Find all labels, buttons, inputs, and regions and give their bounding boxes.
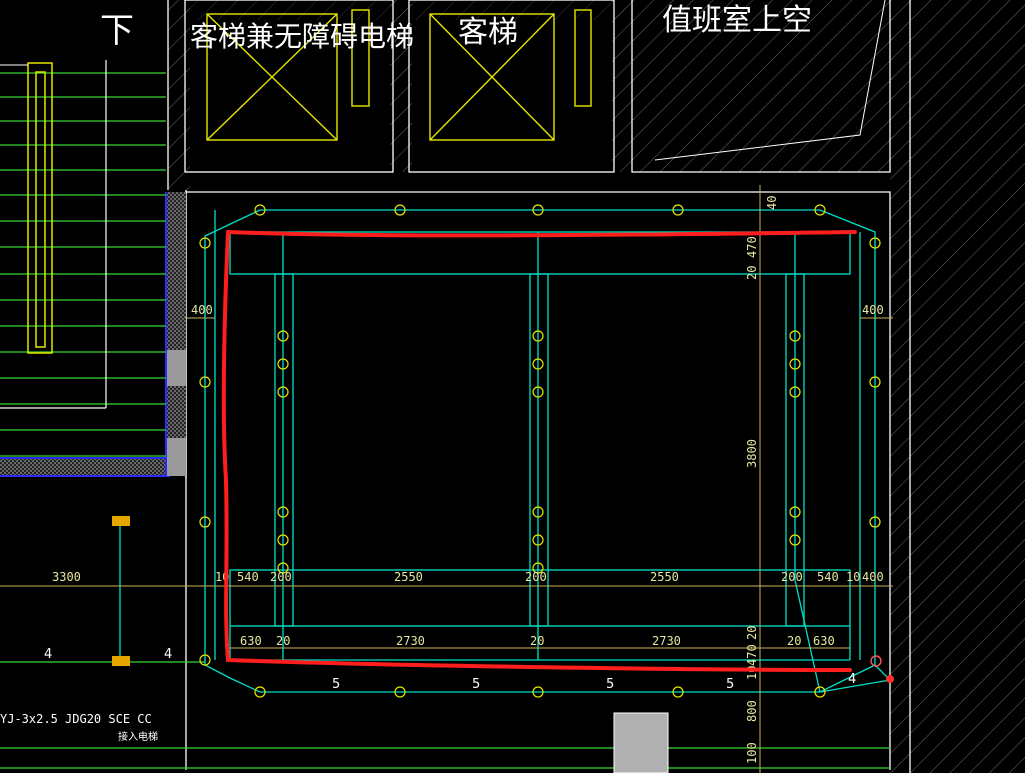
dimension-lines	[0, 185, 893, 773]
dim-540-right: 540	[817, 570, 839, 584]
dim-3800: 3800	[745, 439, 759, 468]
red-markup-outline[interactable]	[221, 230, 857, 672]
dim-20-a: 20	[276, 634, 290, 648]
dim-400-right-bottom: 400	[862, 570, 884, 584]
stair-down-label: 下	[100, 11, 134, 51]
dim-200-a: 200	[270, 570, 292, 584]
cable-spec-text: YJ-3x2.5 JDG20 SCE CC	[0, 712, 152, 726]
hatch-areas	[168, 0, 1025, 773]
wire-count-4-c: 4	[848, 672, 856, 687]
wire-count-5-b: 5	[472, 677, 480, 692]
wire-count-5-d: 5	[726, 677, 734, 692]
dim-470-right-bottom: 470	[745, 644, 759, 666]
dim-2730-b: 2730	[652, 634, 681, 648]
cable-note-text: 接入电梯	[118, 730, 158, 743]
lighting-circuit	[119, 209, 891, 693]
equipment-box	[613, 712, 669, 773]
dim-20-b: 20	[530, 634, 544, 648]
dim-20-c: 20	[787, 634, 801, 648]
dim-2550-a: 2550	[394, 570, 423, 584]
cable-lines	[0, 661, 890, 769]
dim-630-left: 630	[240, 634, 262, 648]
dimension-texts: 3300 10 540 200 2550 200 2550 200 540 10…	[52, 196, 884, 764]
dim-200-c: 200	[781, 570, 803, 584]
duty-room-void-outline	[654, 0, 886, 161]
wire-count-4-a: 4	[44, 647, 52, 662]
dim-3300: 3300	[52, 570, 81, 584]
elevator-accessible-label: 客梯兼无障碍电梯	[190, 20, 414, 53]
duty-room-void-label: 值班室上空	[662, 3, 812, 38]
elevator-accessible-car	[206, 9, 370, 141]
dim-10-right: 10	[846, 570, 860, 584]
dim-400-right: 400	[862, 303, 884, 317]
stair	[0, 60, 166, 457]
dim-20-right-top: 20	[745, 266, 759, 280]
dim-2730-a: 2730	[396, 634, 425, 648]
dim-100: 100	[745, 742, 759, 764]
elevator-car	[429, 9, 592, 141]
dim-400-left: 400	[191, 303, 213, 317]
dim-2550-b: 2550	[650, 570, 679, 584]
wire-count-5-a: 5	[332, 677, 340, 692]
elevator-label: 客梯	[458, 15, 518, 50]
dim-40-top: 40	[765, 196, 779, 210]
wire-count-5-c: 5	[606, 677, 614, 692]
dim-630-right: 630	[813, 634, 835, 648]
dim-540-left: 540	[237, 570, 259, 584]
dim-20-right-bottom: 20	[745, 626, 759, 640]
light-fixtures	[112, 204, 894, 698]
dim-800: 800	[745, 700, 759, 722]
wire-count-marks: 4 4 5 5 5 5 4	[44, 647, 856, 692]
dim-200-b: 200	[525, 570, 547, 584]
dim-470-right-top: 470	[745, 236, 759, 258]
column-strip	[0, 192, 186, 477]
wire-count-4-b: 4	[164, 647, 172, 662]
